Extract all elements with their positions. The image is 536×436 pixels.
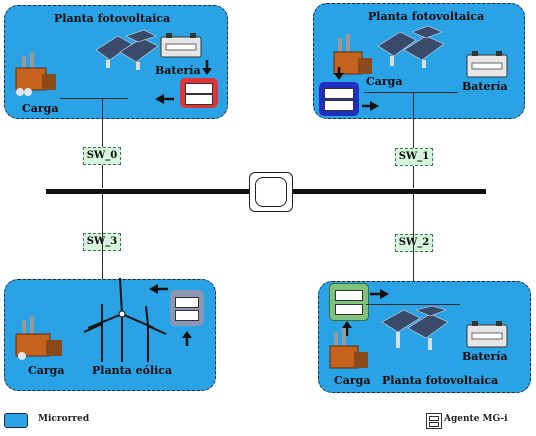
load-label-2: Carga [334, 374, 371, 387]
load-label-1: Carga [366, 75, 403, 88]
switch-line-1 [413, 92, 414, 188]
legend-microgrid-swatch [4, 413, 28, 428]
load-label-3: Carga [28, 364, 65, 377]
switch-sw0[interactable]: SW_0 [83, 147, 121, 165]
battery-label-2: Batería [462, 350, 508, 363]
legend-agent-icon [426, 413, 442, 429]
arrow-icon [342, 321, 352, 336]
agent-mg0[interactable] [180, 78, 218, 108]
switch-line-3 [102, 194, 103, 279]
solar-panel-icon [377, 25, 445, 68]
legend-microgrid-label: Microrred [38, 414, 90, 424]
factory-icon [15, 52, 56, 96]
factory-icon [333, 34, 372, 75]
wind-turbine-icon [83, 277, 167, 362]
battery-label-0: Batería [155, 64, 201, 77]
wind-label-3: Planta eólica [92, 364, 173, 377]
pv-label-0: Planta fotovoltaica [54, 12, 171, 25]
arrow-icon [149, 284, 168, 294]
switch-sw2[interactable]: SW_2 [395, 234, 433, 252]
agent-mg3[interactable] [170, 290, 204, 326]
arrow-icon [202, 60, 212, 75]
arrow-icon [182, 331, 192, 346]
feeder-line-2 [366, 304, 460, 305]
switch-line-2 [413, 194, 414, 304]
switch-line-0 [102, 98, 103, 188]
legend-agent-label: Agente MG-i [444, 414, 508, 424]
agent-mg2[interactable] [329, 283, 369, 321]
load-label-0: Carga [22, 102, 59, 115]
agent-mg1[interactable] [319, 82, 359, 116]
battery-icon [466, 51, 508, 78]
arrow-icon [362, 101, 379, 111]
battery-label-1: Batería [462, 80, 508, 93]
arrow-icon [155, 94, 174, 104]
pv-label-1: Planta fotovoltaica [368, 10, 485, 23]
battery-icon [160, 33, 202, 58]
factory-icon [15, 316, 62, 360]
factory-icon [329, 328, 368, 369]
solar-panel-icon [381, 305, 449, 350]
pv-label-2: Planta fotovoltaica [382, 374, 499, 387]
battery-icon [466, 321, 508, 348]
arrow-icon [334, 67, 344, 80]
bus-connector-icon [249, 172, 293, 212]
feeder-line-0 [60, 98, 128, 99]
feeder-line-1 [364, 92, 458, 93]
switch-sw1[interactable]: SW_1 [395, 148, 433, 166]
arrow-icon [370, 289, 389, 299]
solar-panel-icon [95, 29, 159, 70]
